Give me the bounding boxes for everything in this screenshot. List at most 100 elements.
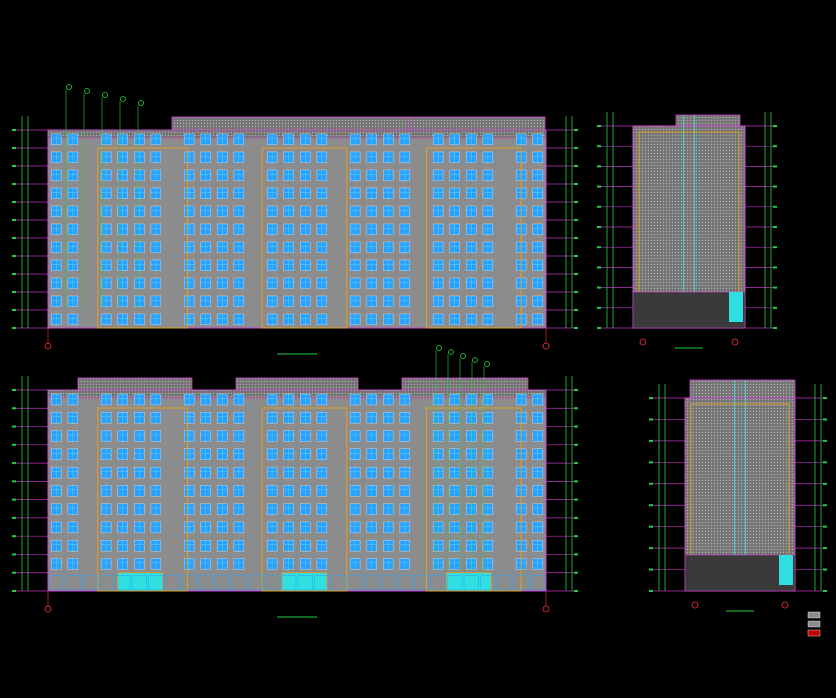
axis-bubble [781,601,789,609]
level-marker [823,590,827,592]
level-marker [12,425,16,428]
level-marker [12,516,16,519]
level-marker [574,273,578,275]
leader-tag [66,84,72,90]
shopfront-panel [330,575,347,591]
axis-bubble [691,601,699,609]
shopfront-panel [115,575,131,591]
level-marker [597,286,601,289]
trim-frame [97,147,188,329]
leader-tag [102,92,108,98]
roof-parapet [171,116,411,131]
shopfront-panel [264,575,280,591]
level-marker [649,397,653,399]
roof-parapet [675,114,741,127]
leader-tag [460,353,466,359]
axis-bubble [542,342,550,350]
level-marker [12,183,16,185]
level-marker [773,165,777,168]
level-marker [12,309,16,311]
shopfront-panel [530,575,546,591]
roof-parapet [689,379,796,399]
level-marker [12,201,16,203]
axis-bubble [44,342,52,350]
level-marker [574,462,578,465]
level-marker [574,480,578,483]
ground-floor-band [684,554,796,592]
level-marker [823,439,827,442]
entrance-canopy [117,572,163,592]
shopfront-panel [81,575,98,591]
legend-swatch [807,629,821,637]
level-marker [12,590,16,592]
level-marker [12,571,16,574]
level-marker [773,327,777,329]
shopfront-panel [496,575,513,591]
shopfront-panel [148,575,164,591]
level-marker [12,462,16,465]
level-marker [574,389,578,391]
level-marker [574,571,578,574]
level-marker [823,397,827,399]
level-marker [649,568,653,571]
shopfront-panel [214,575,230,591]
level-marker [597,266,601,269]
shopfront-panel [347,575,363,591]
level-marker [823,568,827,571]
level-marker [649,590,653,592]
level-marker [574,590,578,592]
level-marker [597,327,601,329]
shopfront-panel [65,575,81,591]
level-marker [574,425,578,428]
shopfront-panel [397,575,413,591]
legend-swatch [807,611,821,619]
shopfront-panel [131,575,147,591]
level-marker [574,219,578,221]
shopfront-panel [48,575,64,591]
level-marker [12,407,16,410]
axis-bubble [542,605,550,613]
shopfront-panel [281,575,297,591]
level-marker [649,461,653,464]
facade-body [47,129,547,329]
axis-bubble [639,338,647,346]
cornice-band [47,129,547,139]
level-marker [12,237,16,239]
level-marker [649,547,653,550]
level-marker [773,266,777,269]
level-marker [12,480,16,483]
roof-parapet [401,377,529,391]
shopfront-panel [231,575,247,591]
level-marker [773,205,777,208]
leader-tag [436,345,442,351]
front-elevation-upper [12,84,578,355]
level-marker [12,443,16,446]
level-marker [12,129,16,131]
level-marker [773,226,777,228]
shopfront-panel [98,575,114,591]
trim-frame [261,147,348,329]
roof-parapet [409,116,546,131]
level-marker [597,185,601,188]
level-marker [773,125,777,127]
side-elevation-lower [649,379,827,612]
shopfront-panel [181,575,197,591]
level-marker [823,525,827,528]
level-marker [574,291,578,293]
level-marker [649,418,653,421]
side-entrance [779,555,793,585]
level-marker [597,205,601,208]
level-marker [597,226,601,228]
level-marker [773,185,777,188]
leader-tag [84,88,90,94]
level-marker [773,306,777,309]
shopfront-panel [480,575,496,591]
leader-tag [120,96,126,102]
level-marker [574,183,578,185]
level-marker [12,147,16,149]
drawing-legend [807,611,821,637]
level-marker [574,553,578,556]
shopfront-panel [430,575,446,591]
level-marker [597,306,601,309]
